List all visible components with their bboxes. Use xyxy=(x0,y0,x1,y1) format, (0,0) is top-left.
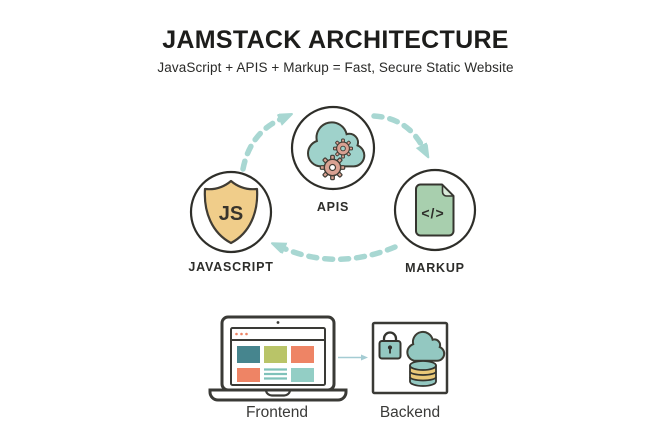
frontend-label: Frontend xyxy=(246,404,308,421)
database-icon xyxy=(409,360,437,387)
js-badge-text: JS xyxy=(219,203,243,225)
diagram-header: JAMSTACK ARCHITECTURE JavaScript + APIS … xyxy=(0,26,671,75)
content-block-salmon xyxy=(291,346,314,363)
arrow-apis-to-markup xyxy=(371,113,423,147)
node-label-apis: APIS xyxy=(317,200,349,214)
backend-label: Backend xyxy=(380,404,440,421)
laptop-base-notch xyxy=(264,390,292,397)
node-apis: APIS xyxy=(290,105,376,214)
content-block-olive xyxy=(264,346,287,363)
padlock-icon xyxy=(378,331,402,360)
cycle-arrows xyxy=(240,113,423,262)
code-badge-text: </> xyxy=(421,205,444,221)
page-subtitle: JavaScript + APIS + Markup = Fast, Secur… xyxy=(157,60,514,75)
laptop-browser-icon xyxy=(208,315,348,402)
backend-group: Backend xyxy=(371,321,449,421)
content-block-lightteal xyxy=(291,368,314,382)
node-markup: </> MARKUP xyxy=(393,168,477,275)
page-title: JAMSTACK ARCHITECTURE xyxy=(162,26,509,54)
node-label-markup: MARKUP xyxy=(405,261,465,275)
content-text-lines xyxy=(264,368,287,380)
frontend-group: Frontend xyxy=(208,315,348,421)
js-shield-icon: JS xyxy=(203,179,259,245)
arrow-markup-to-javascript xyxy=(283,247,398,262)
node-label-javascript: JAVASCRIPT xyxy=(188,260,273,274)
code-document-icon: </> xyxy=(415,183,455,237)
arrow-javascript-to-apis xyxy=(240,119,281,172)
content-block-salmon-2 xyxy=(237,368,260,382)
laptop-camera-dot xyxy=(276,321,280,324)
node-javascript: JS JAVASCRIPT xyxy=(188,170,273,274)
content-block-teal xyxy=(237,346,260,363)
